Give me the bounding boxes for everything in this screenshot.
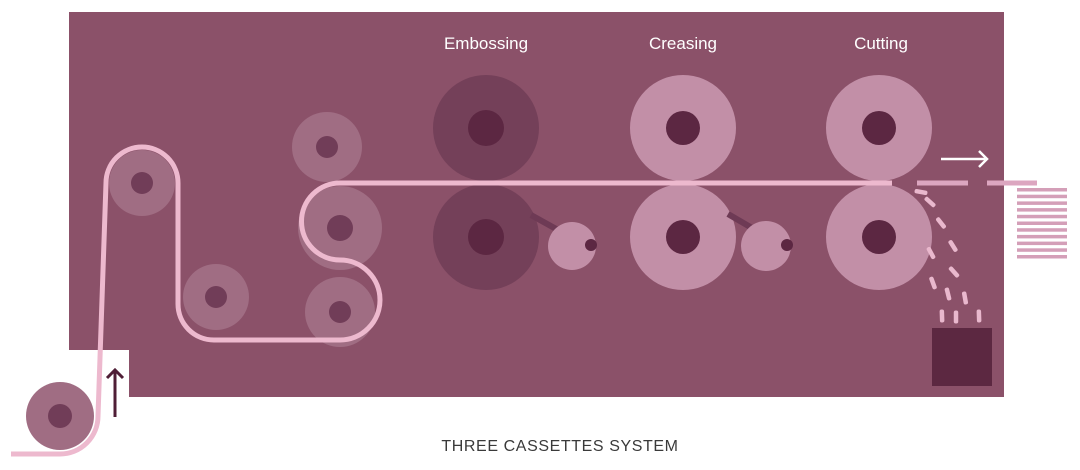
creasing-top-roller-axle [666,111,700,145]
waste-piece-2 [924,196,936,208]
paper-web-path [11,144,892,457]
sheet-stack-bar-1 [1017,188,1067,192]
drive-arm-2 [726,211,754,231]
sheet-stack-bar-9 [1017,241,1067,246]
buffer-roller-3-axle [327,215,353,241]
creasing-drive-roller [741,221,791,271]
waste-piece-10 [939,309,945,323]
sheet-stack-bar-5 [1017,214,1067,219]
sheet-stack-bar-2 [1017,194,1067,199]
waste-piece-8 [944,287,952,301]
waste-piece-3 [936,217,946,229]
creasing-drive-roller-axle [781,239,793,251]
station-label-creasing: Creasing [648,34,718,53]
waste-piece-9 [961,291,969,305]
embossing-top-roller-axle [468,110,504,146]
sheet-stack-bar-10 [1017,248,1067,252]
waste-piece-7 [929,276,937,290]
waste-piece-11 [953,310,959,324]
embossing-drive-roller [548,222,596,270]
embossing-bottom-roller-axle [468,219,504,255]
buffer-roller-2-axle [316,136,338,158]
feed-roll-axle [48,404,72,428]
outfeed-arrowhead-icon [978,150,989,168]
embossing-drive-roller-axle [585,239,597,251]
sheet-stack-bar-11 [1017,255,1067,259]
waste-piece-5 [926,246,936,260]
sheet-stack-bar-6 [1017,221,1067,225]
waste-piece-6 [948,266,960,278]
infeed-arrowhead-icon [105,367,125,380]
waste-piece-4 [948,240,958,252]
station-label-embossing: Embossing [443,34,529,53]
diagram-title: THREE CASSETTES SYSTEM [441,438,679,455]
buffer-roller-1-axle [131,172,153,194]
buffer-roller-5-axle [329,301,351,323]
waste-bin [932,328,992,386]
creasing-bottom-roller-axle [666,220,700,254]
buffer-roller-4-axle [205,286,227,308]
waste-piece-12 [976,309,982,323]
station-label-cutting: Cutting [854,34,908,53]
sheet-stack-bar-3 [1017,201,1067,205]
waste-piece-1 [914,188,928,196]
sheet-stack-bar-4 [1017,208,1067,212]
cutting-top-roller-axle [862,111,896,145]
sheet-stack-bar-8 [1017,234,1067,239]
sheet-stack-bar-7 [1017,228,1067,232]
cutting-bottom-roller-axle [862,220,896,254]
drive-arm-1 [529,212,560,233]
